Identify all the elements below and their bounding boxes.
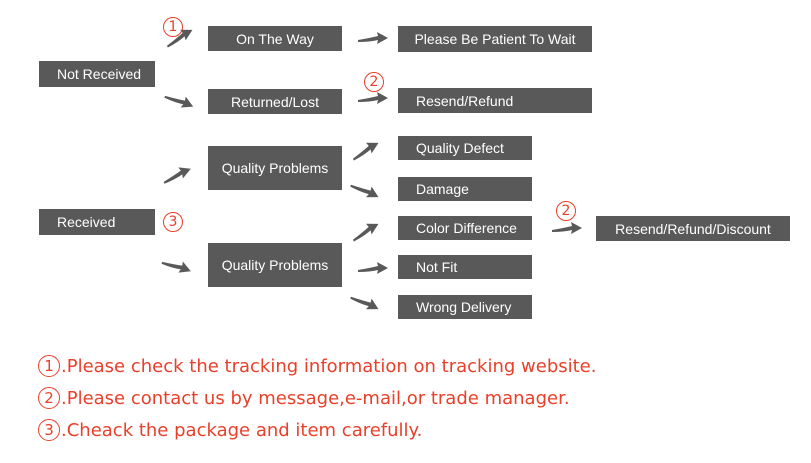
quality-defect-box: Quality Defect <box>398 136 532 160</box>
damage-box: Damage <box>398 177 532 201</box>
quality-problems-box-1: Quality Problems <box>208 146 342 190</box>
arrow-to-quality-problems-1 <box>160 163 194 186</box>
received-box: Received <box>39 209 155 235</box>
quality-problems-box-2: Quality Problems <box>208 243 342 287</box>
note-3: 3.Cheack the package and item carefully. <box>38 417 422 443</box>
step-2-badge: 2 <box>364 72 384 92</box>
note-1-text: .Please check the tracking information o… <box>61 355 597 377</box>
arrow-to-color-difference <box>349 218 382 244</box>
arrow-to-be-patient <box>358 32 388 44</box>
arrow-to-damage <box>349 177 382 203</box>
arrow-to-not-fit <box>358 262 388 274</box>
arrow-to-quality-defect <box>349 137 382 163</box>
arrow-to-resend-refund-discount <box>552 222 582 234</box>
resend-refund-discount-box: Resend/Refund/Discount <box>596 216 790 241</box>
step-2-badge-discount: 2 <box>556 201 576 221</box>
color-difference-box: Color Difference <box>398 216 532 240</box>
resend-refund-box: Resend/Refund <box>398 88 592 113</box>
note-2: 2.Please contact us by message,e-mail,or… <box>38 385 570 411</box>
note-3-text: .Cheack the package and item carefully. <box>61 419 423 441</box>
not-received-box: Not Received <box>39 61 155 87</box>
arrow-to-wrong-delivery <box>349 289 382 315</box>
wrong-delivery-box: Wrong Delivery <box>398 295 532 319</box>
note-1: 1.Please check the tracking information … <box>38 353 596 379</box>
not-fit-box: Not Fit <box>398 255 532 279</box>
on-the-way-box: On The Way <box>208 26 342 51</box>
step-1-badge: 1 <box>163 17 183 37</box>
arrow-to-returned-lost <box>163 88 196 113</box>
step-3-badge: 3 <box>163 212 183 232</box>
arrow-to-quality-problems-2 <box>160 254 194 277</box>
note-2-text: .Please contact us by message,e-mail,or … <box>61 387 570 409</box>
returned-lost-box: Returned/Lost <box>208 89 342 114</box>
note-3-number: 3 <box>38 419 60 441</box>
arrow-to-resend-refund <box>358 92 388 104</box>
note-2-number: 2 <box>38 387 60 409</box>
note-1-number: 1 <box>38 355 60 377</box>
be-patient-box: Please Be Patient To Wait <box>398 26 592 52</box>
